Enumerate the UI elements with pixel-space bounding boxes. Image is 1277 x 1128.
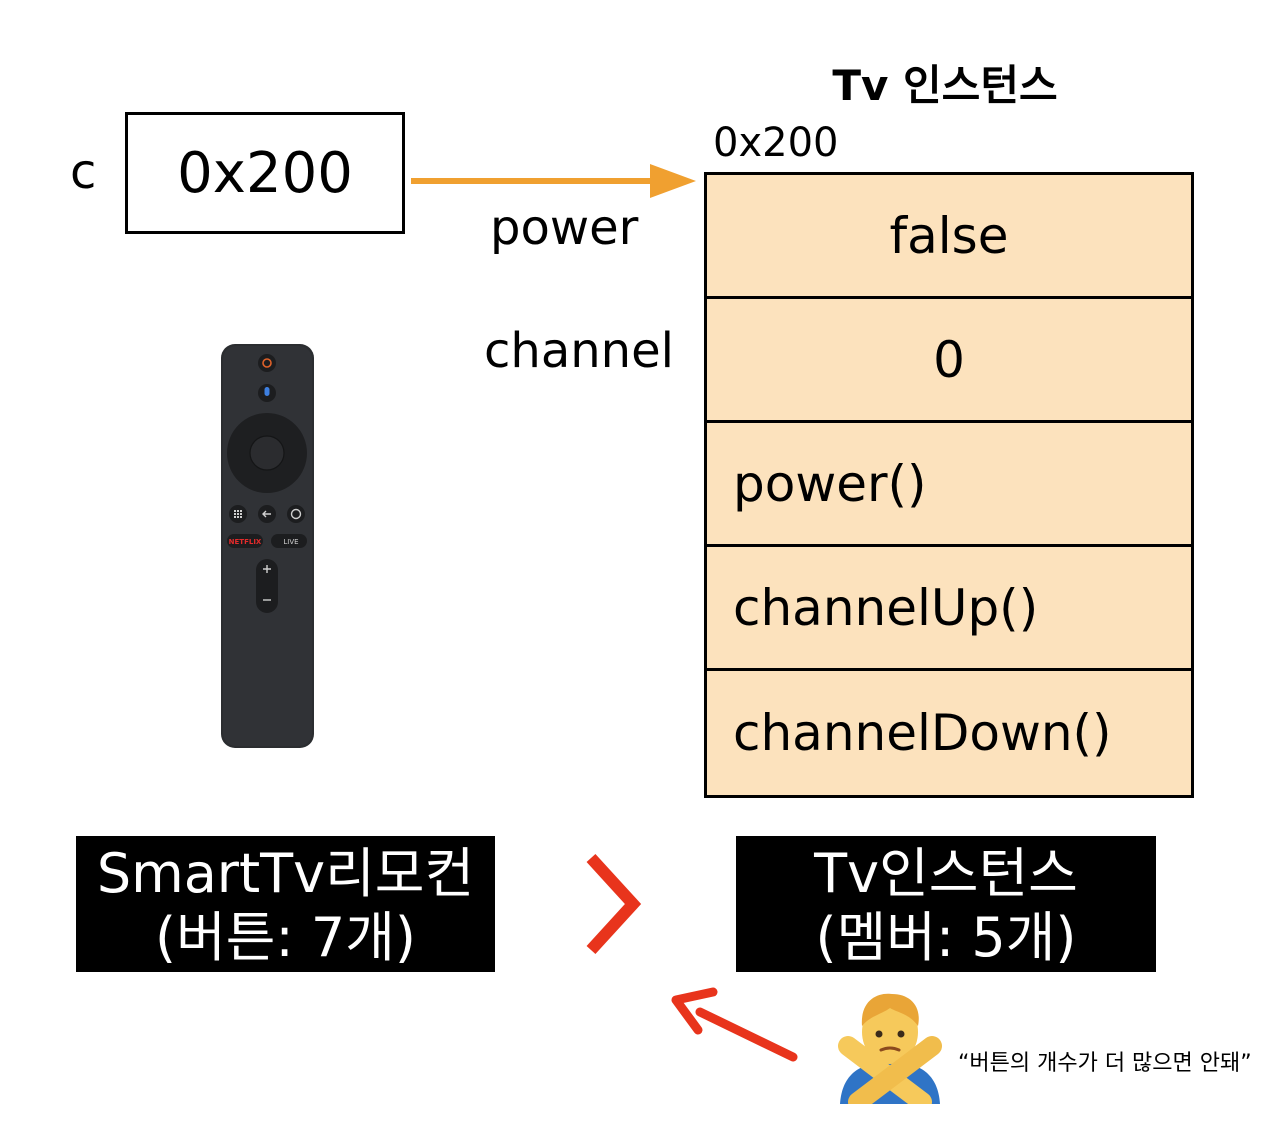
field-label-power: power bbox=[490, 200, 639, 256]
method-cell-channel-down: channelDown() bbox=[707, 671, 1191, 795]
variable-value: 0x200 bbox=[177, 140, 353, 206]
method-cell-channel-up: channelUp() bbox=[707, 547, 1191, 671]
reference-arrow bbox=[411, 164, 696, 198]
instance-address: 0x200 bbox=[713, 120, 839, 166]
red-arrow bbox=[671, 987, 798, 1062]
field-value-channel: 0 bbox=[933, 330, 965, 389]
instance-summary-line1: Tv인스턴스 bbox=[814, 842, 1078, 905]
method-channel-down: channelDown() bbox=[733, 704, 1112, 762]
remote-netflix-label: NETFLIX bbox=[229, 538, 262, 546]
instance-box: false 0 power() channelUp() channelDown(… bbox=[704, 172, 1194, 798]
field-value-power: false bbox=[889, 206, 1009, 265]
remote-summary-label: SmartTv리모컨 (버튼: 7개) bbox=[76, 836, 495, 972]
field-label-channel: channel bbox=[484, 323, 674, 379]
variable-name: c bbox=[70, 144, 97, 200]
instance-title: Tv 인스턴스 bbox=[832, 61, 1058, 110]
field-cell-channel: 0 bbox=[707, 299, 1191, 423]
method-cell-power: power() bbox=[707, 423, 1191, 547]
instance-summary-line2: (멤버: 5개) bbox=[815, 906, 1077, 969]
field-cell-power: false bbox=[707, 175, 1191, 299]
note-quote: “버튼의 개수가 더 많으면 안돼” bbox=[958, 1051, 1252, 1076]
tv-remote-icon: NETFLIX LIVE bbox=[221, 344, 314, 748]
instance-summary-label: Tv인스턴스 (멤버: 5개) bbox=[736, 836, 1156, 972]
remote-summary-line2: (버튼: 7개) bbox=[155, 906, 416, 969]
method-channel-up: channelUp() bbox=[733, 578, 1039, 637]
person-gesturing-no-icon bbox=[838, 993, 942, 1104]
method-power: power() bbox=[733, 454, 927, 513]
variable-value-box: 0x200 bbox=[125, 112, 405, 234]
greater-than-symbol bbox=[586, 853, 642, 955]
remote-summary-line1: SmartTv리모컨 bbox=[96, 842, 475, 905]
remote-live-label: LIVE bbox=[283, 538, 298, 546]
